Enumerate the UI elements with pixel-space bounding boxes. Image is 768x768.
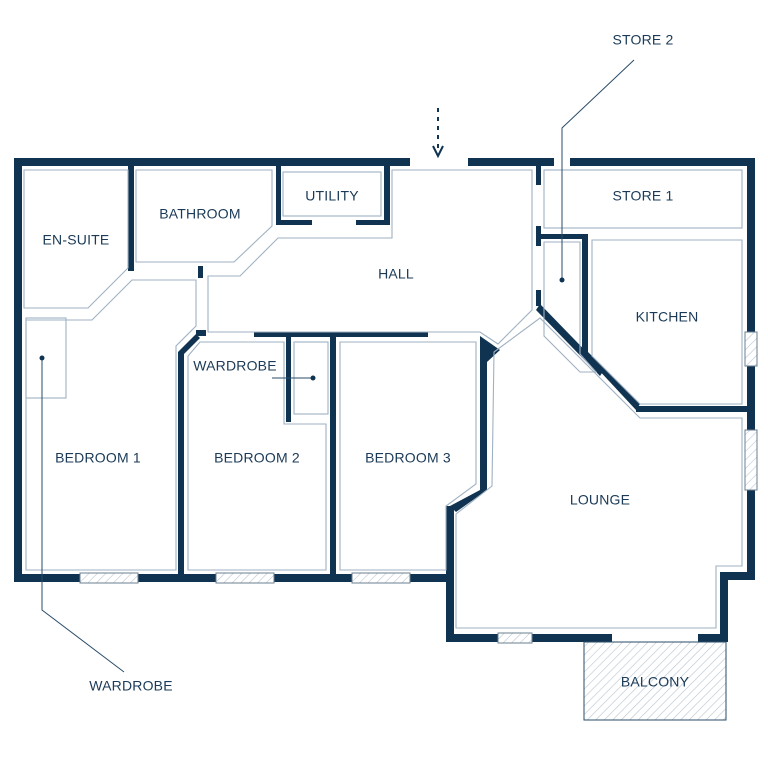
label-lounge: LOUNGE (570, 492, 630, 508)
label-wardrobe-bottom: WARDROBE (89, 678, 173, 694)
outer-walls (14, 158, 755, 642)
label-store-1: STORE 1 (612, 188, 673, 204)
label-utility: UTILITY (305, 188, 359, 204)
label-bedroom-2: BEDROOM 2 (214, 450, 300, 466)
label-kitchen: KITCHEN (636, 309, 699, 325)
window (215, 572, 275, 584)
callout-lines (39, 59, 635, 673)
label-en-suite: EN-SUITE (43, 232, 110, 248)
windows (79, 331, 758, 644)
window (744, 429, 758, 491)
dashed-arrow-down-icon (432, 108, 444, 159)
label-store-2: STORE 2 (612, 32, 673, 48)
label-hall: HALL (378, 266, 414, 282)
window (744, 331, 758, 367)
internal-walls (128, 163, 748, 578)
room-outlines (23, 169, 743, 721)
window (497, 632, 533, 644)
window (79, 572, 139, 584)
label-bedroom-1: BEDROOM 1 (55, 450, 141, 466)
label-bedroom-3: BEDROOM 3 (365, 450, 451, 466)
label-balcony: BALCONY (621, 674, 690, 690)
label-wardrobe-mid: WARDROBE (193, 358, 277, 374)
room-labels: EN-SUITE BATHROOM UTILITY HALL STORE 1 K… (43, 32, 699, 694)
window (351, 572, 411, 584)
label-bathroom: BATHROOM (159, 206, 240, 222)
